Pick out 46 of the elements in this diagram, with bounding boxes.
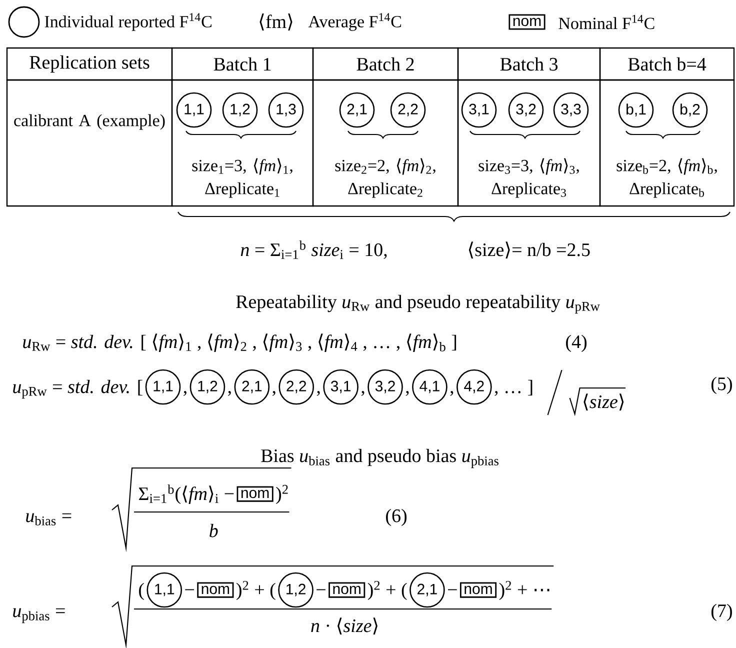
nominal-box: nom: [197, 582, 234, 598]
formula: u$_{pbias}$ =: [13, 608, 65, 624]
formula: , … ]: [494, 380, 532, 396]
formula: )$^{2}$ + (: [368, 580, 407, 600]
header-cell: Batch 2: [312, 47, 459, 81]
formula: ,: [316, 391, 320, 396]
formula: −: [316, 589, 326, 590]
nominal-box: nom: [508, 14, 546, 30]
equation-number: (5): [711, 376, 732, 394]
formula: )$^{2}$ + ⋯: [499, 580, 550, 600]
header-cell: Replication sets: [6, 47, 173, 81]
legend-text: Nominal F$^{14}$C: [558, 14, 654, 30]
formula: ,: [184, 391, 186, 396]
formula: b: [210, 524, 218, 538]
table-cell: calibrant A (example): [6, 79, 173, 207]
legend-symbol: ⟨fm⟩: [260, 14, 292, 30]
equation-number: (7): [711, 604, 732, 622]
formula: u$_{bias}$ =: [26, 513, 72, 526]
legend-text: Individual reported F$^{14}$C: [44, 13, 212, 31]
equation-number: (4): [566, 334, 587, 352]
formula: u$_{pRw}$ = std. dev. [: [13, 380, 142, 399]
formula: −: [448, 589, 457, 590]
formula: ⟨size⟩= n/b =2.5: [468, 242, 590, 259]
formula: n · ⟨size⟩: [311, 618, 378, 635]
header-cell: Batch 1: [171, 47, 314, 81]
formula: n = Σ$_{i=1}$$^{b}$ size$_{i}$ = 10,: [240, 240, 387, 259]
nominal-box: nom: [236, 486, 274, 502]
legend-text: Average F$^{14}$C: [308, 13, 402, 31]
section-heading: Repeatability u$_{Rw}$ and pseudo repeatability u$_{pRw}$: [236, 294, 600, 314]
header-cell: Batch b=4: [599, 47, 735, 81]
nominal-box: nom: [328, 582, 366, 598]
formula: u$_{Rw}$ = std. dev. [ ⟨fm⟩$_{1}$ , ⟨fm⟩$_{2}$ , ⟨fm⟩$_{3}$ , ⟨fm⟩$_{4}$ , … , ⟨fm⟩$_{b}$ ]: [23, 334, 456, 352]
section-heading: Bias u$_{bias}$ and pseudo bias u$_{pbias}$: [261, 448, 498, 468]
formula: (: [139, 582, 144, 600]
nominal-box: nom: [460, 582, 497, 598]
formula: ,: [406, 391, 409, 396]
formula: ,: [272, 391, 276, 396]
formula: −: [185, 589, 194, 590]
equation-number: (6): [386, 508, 407, 526]
formula: ,: [228, 391, 231, 396]
formula: ,: [361, 391, 364, 396]
formula: )$^{2}$ + (: [236, 580, 276, 600]
formula: ⟨size⟩: [584, 394, 624, 411]
formula: ,: [450, 391, 454, 396]
header-cell: Batch 3: [457, 47, 601, 81]
formula: Σ$_{i=1}$$^{b}$(⟨fm⟩$_{i}$ −: [138, 484, 234, 504]
